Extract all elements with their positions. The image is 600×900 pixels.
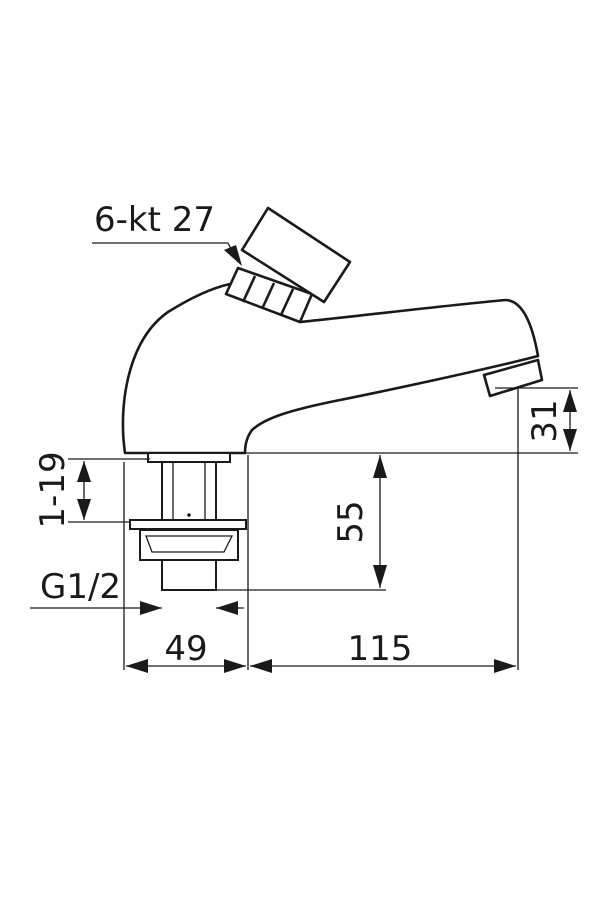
- collar-ridge: [260, 282, 276, 310]
- dim-shank-length: 55: [331, 455, 387, 588]
- dim-thread: G1/2: [30, 567, 244, 615]
- dim-spout-reach: 115: [250, 629, 516, 673]
- dim-shank-length-label: 55: [331, 500, 371, 543]
- callout-hex-label: 6-kt 27: [94, 200, 215, 240]
- collar-ridge: [279, 288, 295, 316]
- lock-nut: [139, 529, 239, 561]
- faucet-body: [121, 282, 544, 463]
- mounting-assembly: [129, 461, 247, 591]
- center-mark: [187, 513, 191, 517]
- threaded-connector: [161, 559, 217, 591]
- push-button: [224, 206, 352, 324]
- extension-lines: [68, 387, 578, 670]
- faucet-outlet-nozzle: [482, 358, 544, 398]
- nut-edge: [145, 535, 234, 553]
- dim-base-width: 49: [126, 629, 246, 673]
- dim-outlet-height-label: 31: [525, 399, 565, 442]
- dim-base-width-label: 49: [164, 629, 207, 669]
- dim-spout-reach-label: 115: [348, 629, 413, 669]
- dim-thickness-label: 1-19: [33, 451, 73, 528]
- collar-ridge: [241, 275, 257, 303]
- dim-thickness: 1-19: [33, 451, 91, 529]
- base-collar: [147, 452, 231, 463]
- hex-head: [240, 206, 352, 304]
- dim-thread-label: G1/2: [40, 567, 121, 607]
- mounting-washer: [129, 519, 247, 530]
- faucet-spout: [121, 282, 540, 455]
- dim-outlet-height: 31: [525, 390, 577, 451]
- callout-hex: 6-kt 27: [92, 200, 242, 266]
- shank: [161, 461, 217, 521]
